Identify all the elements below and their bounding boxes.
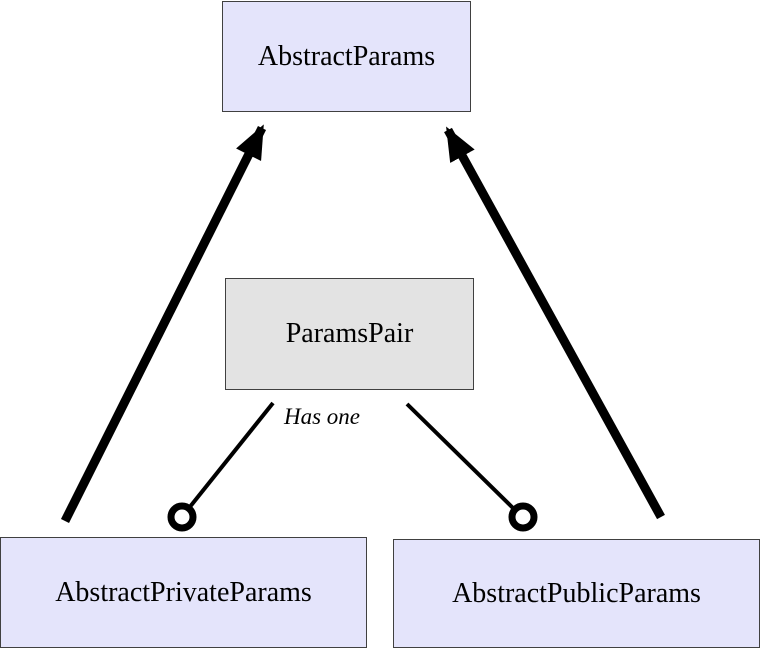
node-abstract-public-params-label: AbstractPublicParams <box>452 577 701 609</box>
association-line-public <box>405 402 516 511</box>
association-line-private <box>187 401 275 510</box>
node-abstract-private-params: AbstractPrivateParams <box>0 537 367 648</box>
node-params-pair: ParamsPair <box>225 278 474 390</box>
node-abstract-params-label: AbstractParams <box>257 40 436 72</box>
inheritance-arrow-private-to-abstract <box>60 124 267 524</box>
inheritance-arrow-public-to-abstract <box>444 126 665 520</box>
node-params-pair-label: ParamsPair <box>285 318 414 349</box>
node-abstract-private-params-label: AbstractPrivateParams <box>55 576 312 608</box>
edge-label-has-one: Has one <box>284 404 361 429</box>
node-abstract-params: AbstractParams <box>222 1 471 112</box>
node-abstract-public-params: AbstractPublicParams <box>393 539 760 648</box>
association-end-private-icon <box>167 502 197 532</box>
association-end-public-icon <box>508 502 538 532</box>
